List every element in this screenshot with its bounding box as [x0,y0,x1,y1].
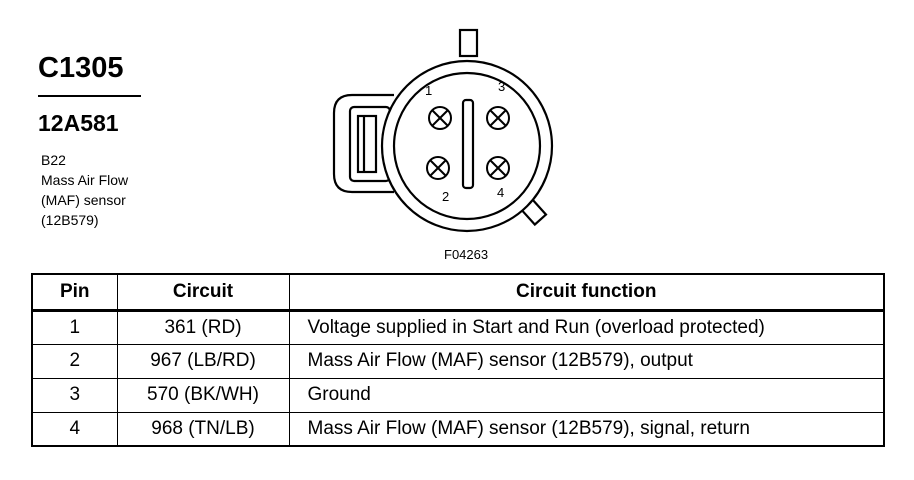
column-header-pin: Pin [31,273,118,311]
pin-cavity-4 [486,156,510,180]
function-cell: Voltage supplied in Start and Run (overl… [288,309,885,345]
pin-label-3: 3 [498,79,505,94]
connector-face-diagram: 1 2 3 4 [332,28,554,233]
column-header-circuit: Circuit [116,273,290,311]
figure-code: F04263 [444,247,489,262]
function-cell: Mass Air Flow (MAF) sensor (12B579), sig… [288,411,885,447]
table-row: 1 361 (RD) Voltage supplied in Start and… [31,309,885,345]
circuit-cell: 967 (LB/RD) [116,343,290,379]
description-line: (MAF) sensor [41,192,126,208]
table-row: 4 968 (TN/LB) Mass Air Flow (MAF) sensor… [31,411,885,447]
pin-cavity-2 [426,156,450,180]
function-cell: Mass Air Flow (MAF) sensor (12B579), out… [288,343,885,379]
pin-function-table: Pin Circuit Circuit function 1 361 (RD) … [31,273,885,447]
circuit-cell: 361 (RD) [116,309,290,345]
table-header-row: Pin Circuit Circuit function [31,273,885,311]
pin-cell: 4 [31,411,118,447]
center-key [461,98,475,190]
function-cell: Ground [288,377,885,413]
pin-cell: 2 [31,343,118,379]
description-line: (12B579) [41,212,99,228]
pin-label-1: 1 [425,83,432,98]
table-row: 2 967 (LB/RD) Mass Air Flow (MAF) sensor… [31,343,885,379]
pin-label-2: 2 [442,189,449,204]
top-tab [458,28,479,58]
column-header-function: Circuit function [288,273,885,311]
pin-cell: 1 [31,309,118,345]
latch-slot [356,114,378,174]
description-line: B22 [41,152,66,168]
circuit-cell: 570 (BK/WH) [116,377,290,413]
pin-cell: 3 [31,377,118,413]
pin-label-4: 4 [497,185,504,200]
connector-id: C1305 [38,52,124,84]
component-description: B22 Mass Air Flow (MAF) sensor (12B579) [41,150,128,230]
table-row: 3 570 (BK/WH) Ground [31,377,885,413]
pin-cavity-1 [428,106,452,130]
part-number: 12A581 [38,110,119,136]
title-underline [38,95,141,97]
pin-cavity-3 [486,106,510,130]
description-line: Mass Air Flow [41,172,129,188]
circuit-cell: 968 (TN/LB) [116,411,290,447]
